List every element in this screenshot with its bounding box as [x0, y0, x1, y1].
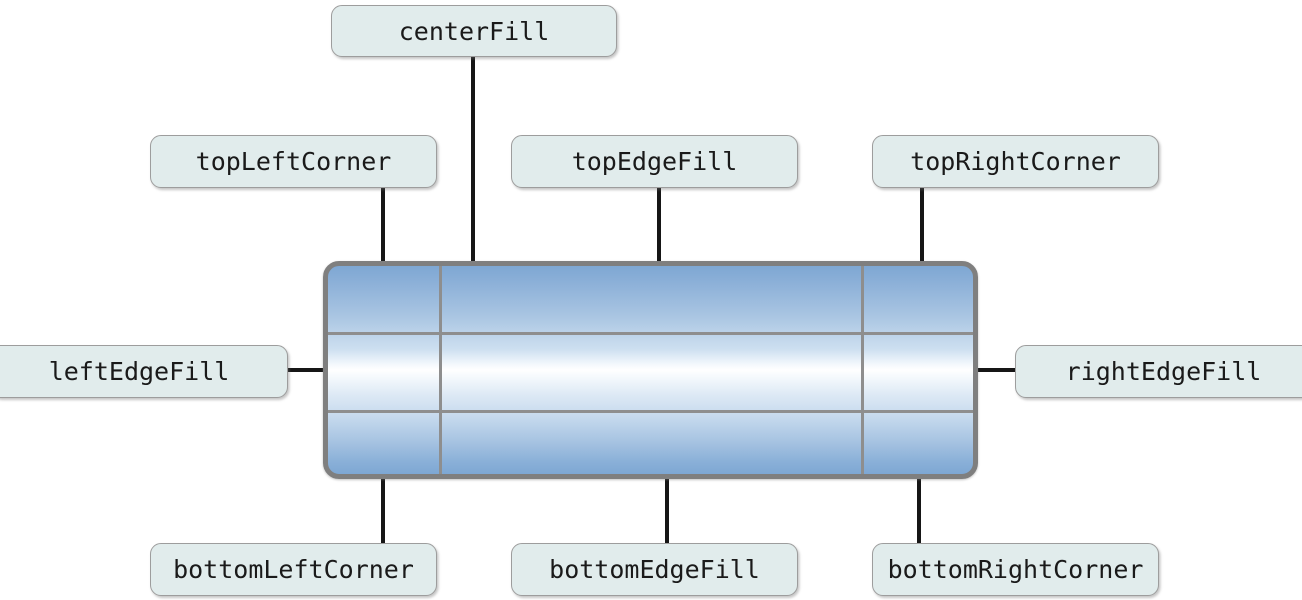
leader-line-centerfill	[471, 48, 475, 360]
label-bottomedgefill[interactable]: bottomEdgeFill	[511, 543, 798, 596]
leader-line-bottomedgefill	[665, 458, 669, 546]
leader-line-topleftcorner	[381, 188, 385, 284]
leader-line-rightedgefill	[955, 368, 1015, 372]
leader-line-toprightcorner	[920, 188, 924, 284]
label-rightedgefill[interactable]: rightEdgeFill	[1015, 345, 1302, 398]
leader-line-leftedgefill	[288, 368, 347, 372]
label-toprightcorner[interactable]: topRightCorner	[872, 135, 1159, 188]
grid-line-vertical-left	[439, 266, 442, 474]
grid-line-horizontal-top	[328, 332, 973, 335]
grid-line-vertical-right	[861, 266, 864, 474]
label-leftedgefill[interactable]: leftEdgeFill	[0, 345, 288, 398]
leader-line-bottomrightcorner	[917, 458, 921, 546]
label-topedgefill[interactable]: topEdgeFill	[511, 135, 798, 188]
label-topleftcorner[interactable]: topLeftCorner	[150, 135, 437, 188]
label-bottomleftcorner[interactable]: bottomLeftCorner	[150, 543, 437, 596]
label-bottomrightcorner[interactable]: bottomRightCorner	[872, 543, 1159, 596]
label-centerfill[interactable]: centerFill	[331, 5, 617, 57]
grid-line-horizontal-bottom	[328, 410, 973, 413]
leader-line-topedgefill	[657, 188, 661, 284]
nine-slice-artwork	[323, 261, 978, 479]
leader-line-bottomleftcorner	[381, 458, 385, 546]
